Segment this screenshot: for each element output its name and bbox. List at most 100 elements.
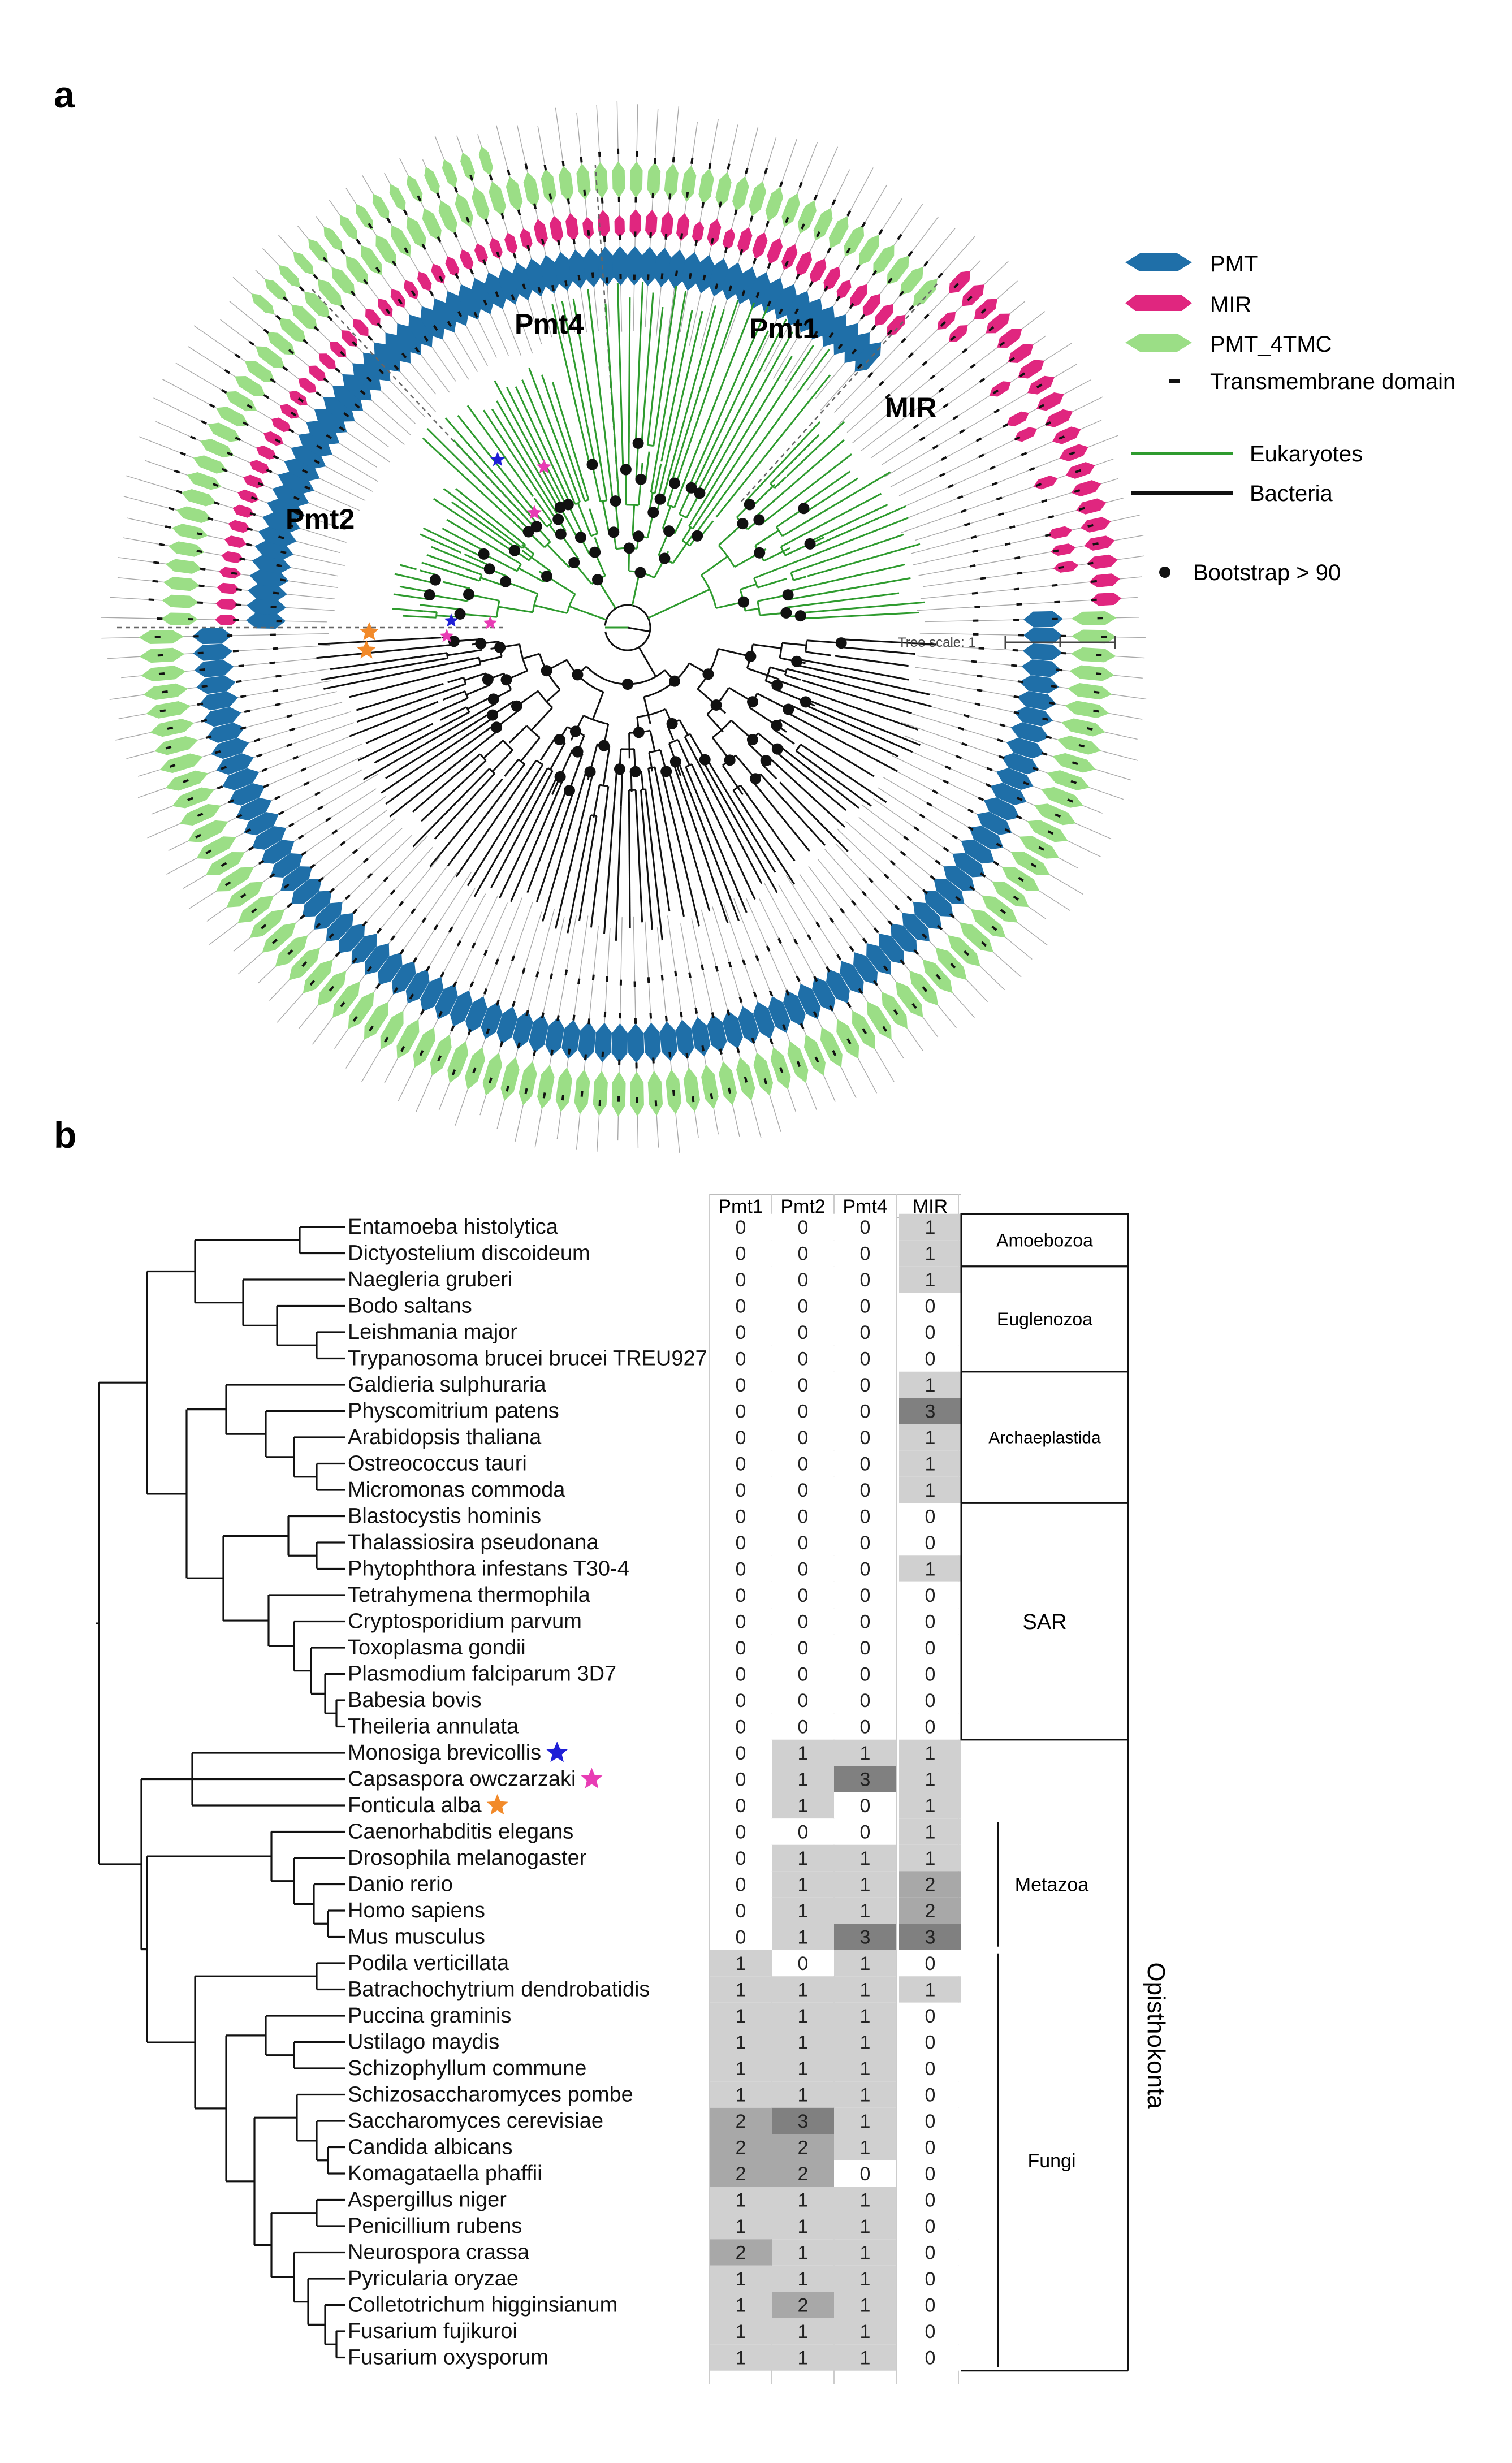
count-cell	[899, 1476, 961, 1503]
count-value: 1	[925, 1743, 936, 1764]
domain-architecture	[773, 184, 888, 379]
count-value: 1	[925, 1848, 936, 1869]
count-value: 0	[798, 1585, 809, 1606]
domain-architecture	[845, 820, 1022, 978]
count-value: 0	[736, 1690, 746, 1712]
count-cell	[899, 1581, 961, 1609]
count-cell	[834, 2344, 896, 2371]
count-cell	[834, 1844, 896, 1872]
count-cell	[710, 2292, 772, 2318]
count-value: 1	[798, 2216, 809, 2237]
bootstrap-dot	[745, 650, 757, 662]
species-name: Entamoeba histolytica	[348, 1215, 559, 1239]
domain-architecture	[900, 746, 1112, 840]
domain-architecture	[262, 248, 425, 417]
count-cell	[710, 1713, 772, 1740]
count-value: 1	[798, 1743, 809, 1764]
legend: PMT MIR PMT_4TMC Transmembrane domain Eu…	[1125, 252, 1455, 585]
count-value: 0	[860, 1690, 871, 1712]
count-value: 1	[798, 2032, 809, 2054]
bootstrap-dot	[562, 499, 574, 511]
count-value: 0	[736, 1532, 746, 1554]
domain-architecture	[496, 909, 555, 1129]
species-name: Naegleria gruberi	[348, 1268, 513, 1291]
count-cell	[834, 1266, 896, 1293]
domain-architecture	[110, 594, 335, 615]
count-value: 0	[925, 1953, 936, 1974]
count-cell	[899, 1371, 961, 1398]
bootstrap-dot	[635, 473, 647, 485]
count-cell	[710, 2160, 772, 2187]
domain-architecture	[894, 420, 1102, 512]
count-value: 0	[798, 1375, 809, 1396]
count-value: 0	[925, 1349, 936, 1370]
count-value: 0	[736, 1848, 746, 1869]
count-value: 0	[736, 1822, 746, 1843]
count-cell	[899, 2055, 961, 2082]
domain-architecture	[691, 918, 740, 1137]
count-value: 0	[925, 2268, 936, 2290]
count-cell	[899, 1844, 961, 1872]
group-label: SAR	[1022, 1610, 1066, 1634]
domain-architecture	[914, 478, 1118, 541]
bootstrap-dot	[530, 521, 542, 533]
count-value: 2	[736, 2163, 746, 2185]
count-value: 1	[925, 1480, 936, 1501]
bootstrap-dot	[482, 673, 494, 685]
count-value: 0	[925, 1611, 936, 1633]
count-cell	[834, 2213, 896, 2240]
count-value: 0	[736, 1243, 746, 1265]
count-cell	[772, 1818, 834, 1845]
domain-architecture	[919, 627, 1146, 644]
count-cell	[772, 2239, 834, 2266]
count-cell	[834, 1581, 896, 1609]
count-value: 1	[860, 2032, 871, 2054]
domain-architecture	[654, 106, 680, 336]
count-value: 0	[736, 1269, 746, 1291]
blue-star-icon	[546, 1742, 568, 1762]
count-value: 0	[736, 1217, 746, 1238]
domain-architecture	[901, 721, 1124, 800]
bootstrap-dot	[592, 574, 604, 586]
count-value: 0	[860, 1717, 871, 1738]
bootstrap-dot	[746, 734, 758, 746]
domain-architecture	[147, 744, 362, 839]
domain-architecture	[237, 828, 403, 975]
bootstrap-dot	[491, 721, 503, 733]
count-cell	[710, 1844, 772, 1872]
species-name: Caenorhabditis elegans	[348, 1820, 573, 1844]
count-cell	[772, 2002, 834, 2029]
count-cell	[772, 1924, 834, 1950]
domain-architecture	[890, 379, 1091, 487]
legend-bootstrap-dot	[1159, 567, 1170, 578]
count-cell	[899, 2344, 961, 2371]
count-value: 0	[798, 1480, 809, 1501]
count-value: 0	[736, 1769, 746, 1791]
domain-architecture	[297, 226, 437, 395]
count-value: 0	[860, 1349, 871, 1370]
count-cell	[772, 2081, 834, 2108]
count-cell	[834, 1240, 896, 1267]
count-value: 0	[736, 1874, 746, 1896]
count-cell	[834, 1213, 896, 1241]
domain-architecture	[312, 858, 454, 1045]
count-cell	[834, 1503, 896, 1529]
domain-architecture	[155, 421, 360, 511]
orange-star-icon	[359, 622, 379, 641]
species-name: Schizosaccharomyces pombe	[348, 2083, 633, 2107]
domain-architecture	[917, 592, 1138, 611]
count-value: 1	[860, 2268, 871, 2290]
count-value: 1	[798, 2190, 809, 2211]
domain-architecture	[834, 260, 981, 413]
domain-architecture	[188, 346, 377, 468]
species-name: Capsaspora owczarzaki	[348, 1768, 576, 1791]
count-value: 1	[798, 2348, 809, 2369]
species-name: Toxoplasma gondii	[348, 1636, 526, 1660]
phylogenetic-tree	[316, 282, 936, 941]
count-cell	[834, 2081, 896, 2108]
count-cell	[834, 2134, 896, 2160]
count-cell	[899, 1293, 961, 1319]
count-value: 0	[736, 1375, 746, 1396]
count-cell	[772, 1529, 834, 1556]
